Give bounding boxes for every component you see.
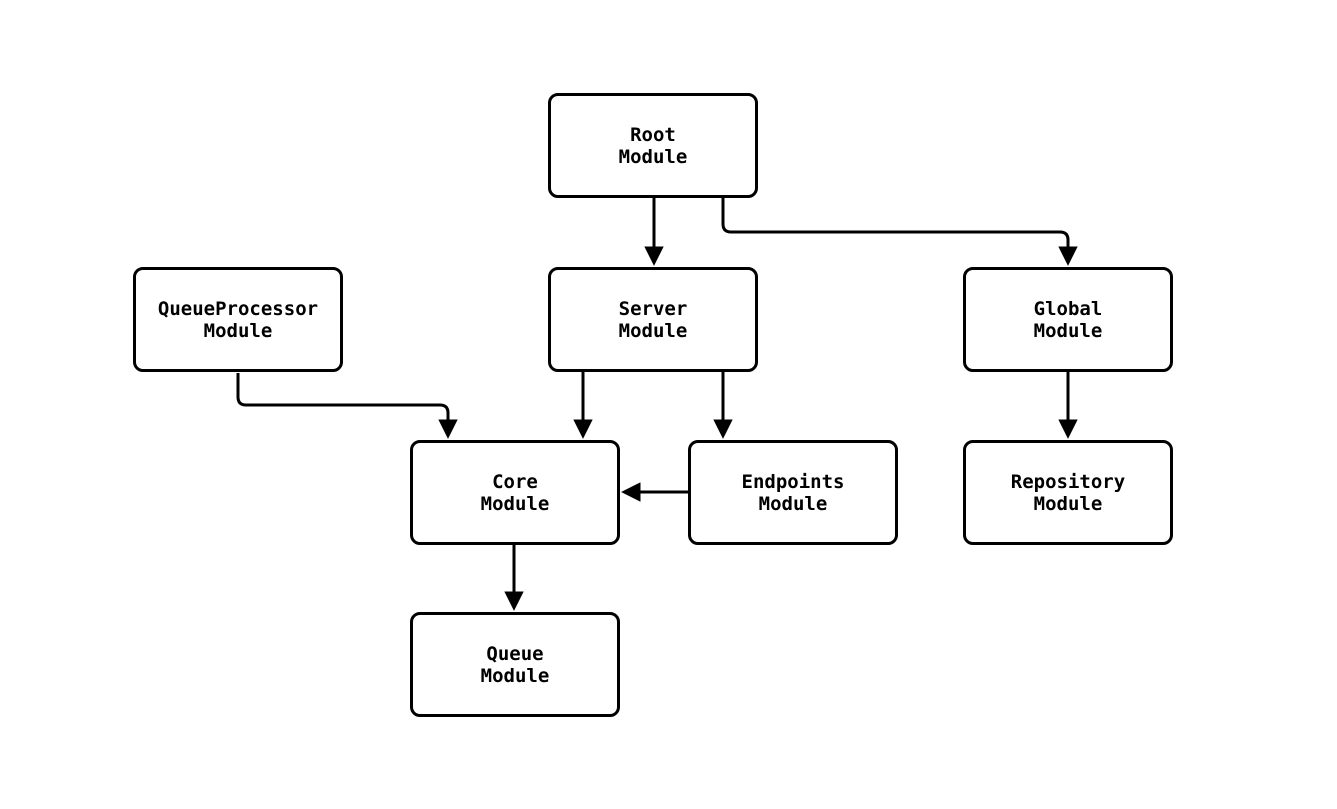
node-queue-label-line: Module — [480, 664, 550, 687]
node-core-label-line: Core — [492, 470, 538, 493]
node-root-label-line: Module — [618, 145, 688, 168]
node-global-label-line: Global — [1033, 297, 1103, 320]
node-global-label-line: Module — [1033, 319, 1103, 342]
node-endpoints-label-line: Module — [758, 492, 828, 515]
node-queue-label-line: Queue — [486, 642, 544, 665]
edge-root-to-global — [721, 198, 1078, 266]
node-core-label-line: Module — [480, 492, 550, 515]
node-queueprocessor-label-line: QueueProcessor — [157, 297, 319, 320]
node-server-label-line: Server — [618, 297, 688, 320]
node-server-label-line: Module — [618, 319, 688, 342]
node-root-label-line: Root — [630, 123, 676, 146]
node-endpoints-label-line: Endpoints — [741, 470, 845, 493]
node-queueprocessor-label-line: Module — [203, 319, 273, 342]
edge-queueprocessor-to-core — [236, 373, 458, 439]
node-repository-label-line: Repository — [1010, 470, 1126, 493]
node-repository-label-line: Module — [1033, 492, 1103, 515]
